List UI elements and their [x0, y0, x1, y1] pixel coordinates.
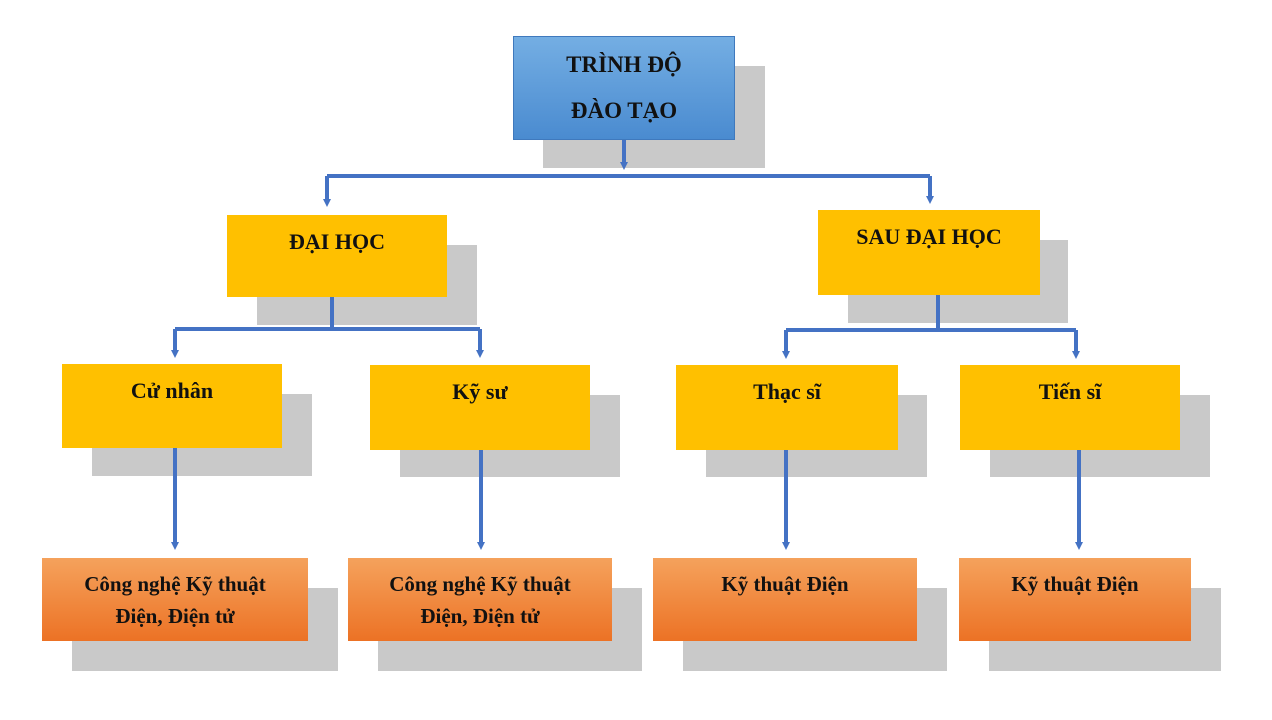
doctor-major-node: Kỹ thuật Điện: [959, 558, 1191, 641]
master-label: Thạc sĩ: [753, 379, 821, 404]
master-major-label: Kỹ thuật Điện: [721, 572, 849, 596]
postgrad-node: SAU ĐẠI HỌC: [818, 210, 1040, 295]
engineer-node: Kỹ sư: [370, 365, 590, 450]
bachelor-major-line2: Điện, Điện tử: [115, 604, 235, 628]
postgrad-label: SAU ĐẠI HỌC: [856, 224, 1002, 249]
engineer-label: Kỹ sư: [452, 379, 508, 404]
bachelor-node: Cử nhân: [62, 364, 282, 448]
root-label-line2: ĐÀO TẠO: [570, 98, 678, 123]
doctor-major-label: Kỹ thuật Điện: [1011, 572, 1139, 596]
engineer-major-line1: Công nghệ Kỹ thuật: [389, 572, 571, 596]
root-label-line1: TRÌNH ĐỘ: [566, 52, 682, 77]
root-node: TRÌNH ĐỘ ĐÀO TẠO: [513, 36, 735, 140]
undergrad-node: ĐẠI HỌC: [227, 215, 447, 297]
master-node: Thạc sĩ: [676, 365, 898, 450]
undergrad-label: ĐẠI HỌC: [289, 229, 385, 254]
bachelor-major-line1: Công nghệ Kỹ thuật: [84, 572, 266, 596]
doctor-label: Tiến sĩ: [1038, 379, 1102, 404]
engineer-major-line2: Điện, Điện tử: [420, 604, 540, 628]
bachelor-label: Cử nhân: [130, 378, 214, 403]
engineer-major-node: Công nghệ Kỹ thuật Điện, Điện tử: [348, 558, 612, 641]
bachelor-major-node: Công nghệ Kỹ thuật Điện, Điện tử: [42, 558, 308, 641]
doctor-node: Tiến sĩ: [960, 365, 1180, 450]
master-major-node: Kỹ thuật Điện: [653, 558, 917, 641]
